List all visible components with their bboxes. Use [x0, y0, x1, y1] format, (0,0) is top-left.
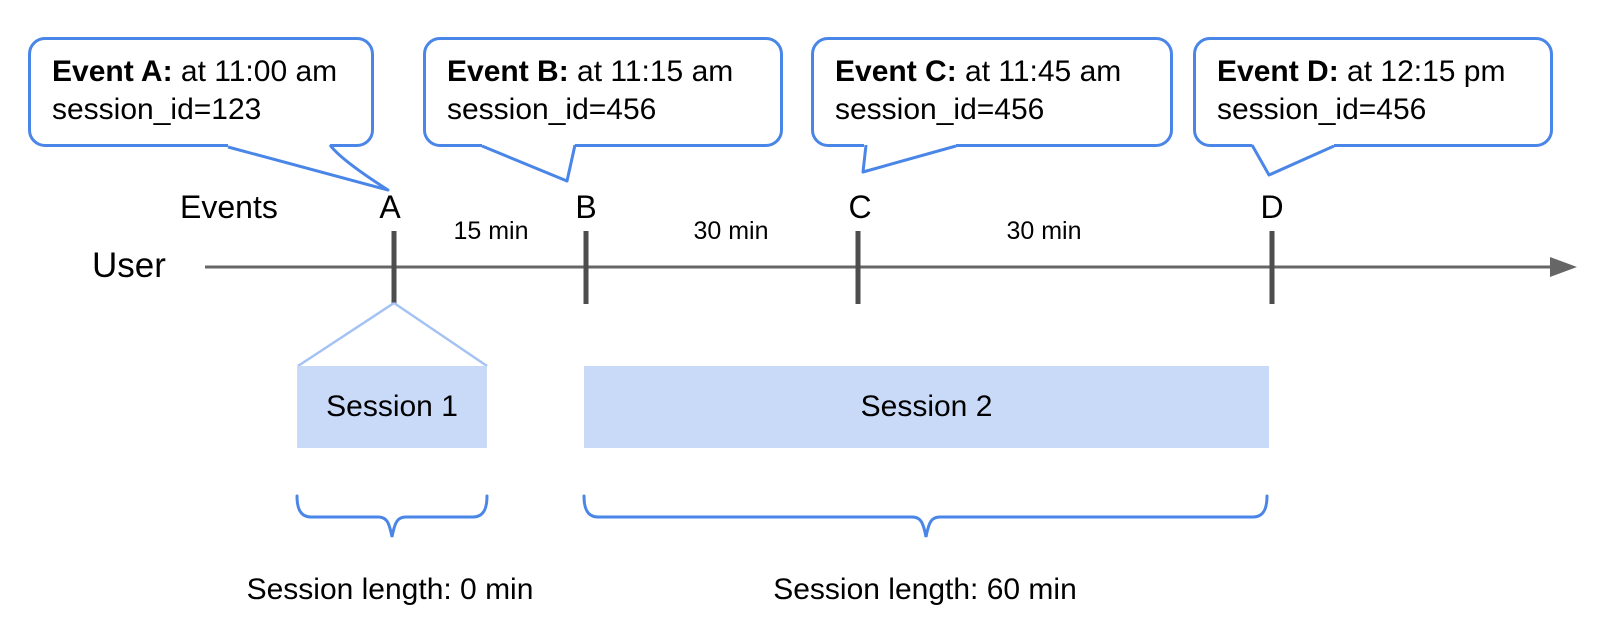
- event-letter-b: B: [575, 189, 597, 225]
- session1-funnel-right: [393, 301, 488, 368]
- callout-event-b-session: session_id=456: [447, 93, 657, 126]
- callout-event-b-time: at 11:15 am: [577, 55, 734, 88]
- callout-event-b: Event B: at 11:15 am session_id=456: [423, 37, 783, 147]
- session1-label: Session 1: [326, 390, 458, 423]
- session1-funnel-left: [297, 301, 395, 368]
- event-letter-a: A: [379, 189, 401, 225]
- callout-event-c: Event C: at 11:45 am session_id=456: [811, 37, 1173, 147]
- callout-event-a: Event A: at 11:00 am session_id=123: [28, 37, 374, 147]
- callout-event-d-session: session_id=456: [1217, 93, 1427, 126]
- callout-event-a-session: session_id=123: [52, 93, 262, 126]
- callout-event-d-time: at 12:15 pm: [1347, 55, 1506, 88]
- callout-event-d: Event D: at 12:15 pm session_id=456: [1193, 37, 1553, 147]
- session2-brace: [582, 494, 1269, 538]
- timeline-arrowhead-icon: [1550, 257, 1577, 277]
- session1-brace: [295, 494, 489, 538]
- events-row-label: Events: [180, 189, 278, 225]
- user-row-label: User: [92, 246, 166, 285]
- callout-event-d-title: Event D:: [1217, 55, 1339, 88]
- event-letter-c: C: [848, 189, 872, 225]
- session2-box: Session 2: [584, 366, 1269, 448]
- callout-event-c-session: session_id=456: [835, 93, 1045, 126]
- interval-c-d-label: 30 min: [1006, 217, 1082, 245]
- session1-length-label: Session length: 0 min: [246, 573, 534, 606]
- session2-label: Session 2: [860, 390, 993, 423]
- event-letter-d: D: [1260, 189, 1284, 225]
- callout-event-a-title: Event A:: [52, 55, 173, 88]
- callout-event-c-title: Event C:: [835, 55, 957, 88]
- interval-a-b-label: 15 min: [453, 217, 529, 245]
- interval-b-c-label: 30 min: [693, 217, 769, 245]
- session1-box: Session 1: [297, 366, 487, 448]
- session2-length-label: Session length: 60 min: [773, 573, 1077, 606]
- callout-event-a-time: at 11:00 am: [180, 55, 338, 88]
- callout-event-b-title: Event B:: [447, 55, 569, 88]
- callout-event-c-time: at 11:45 am: [965, 55, 1122, 88]
